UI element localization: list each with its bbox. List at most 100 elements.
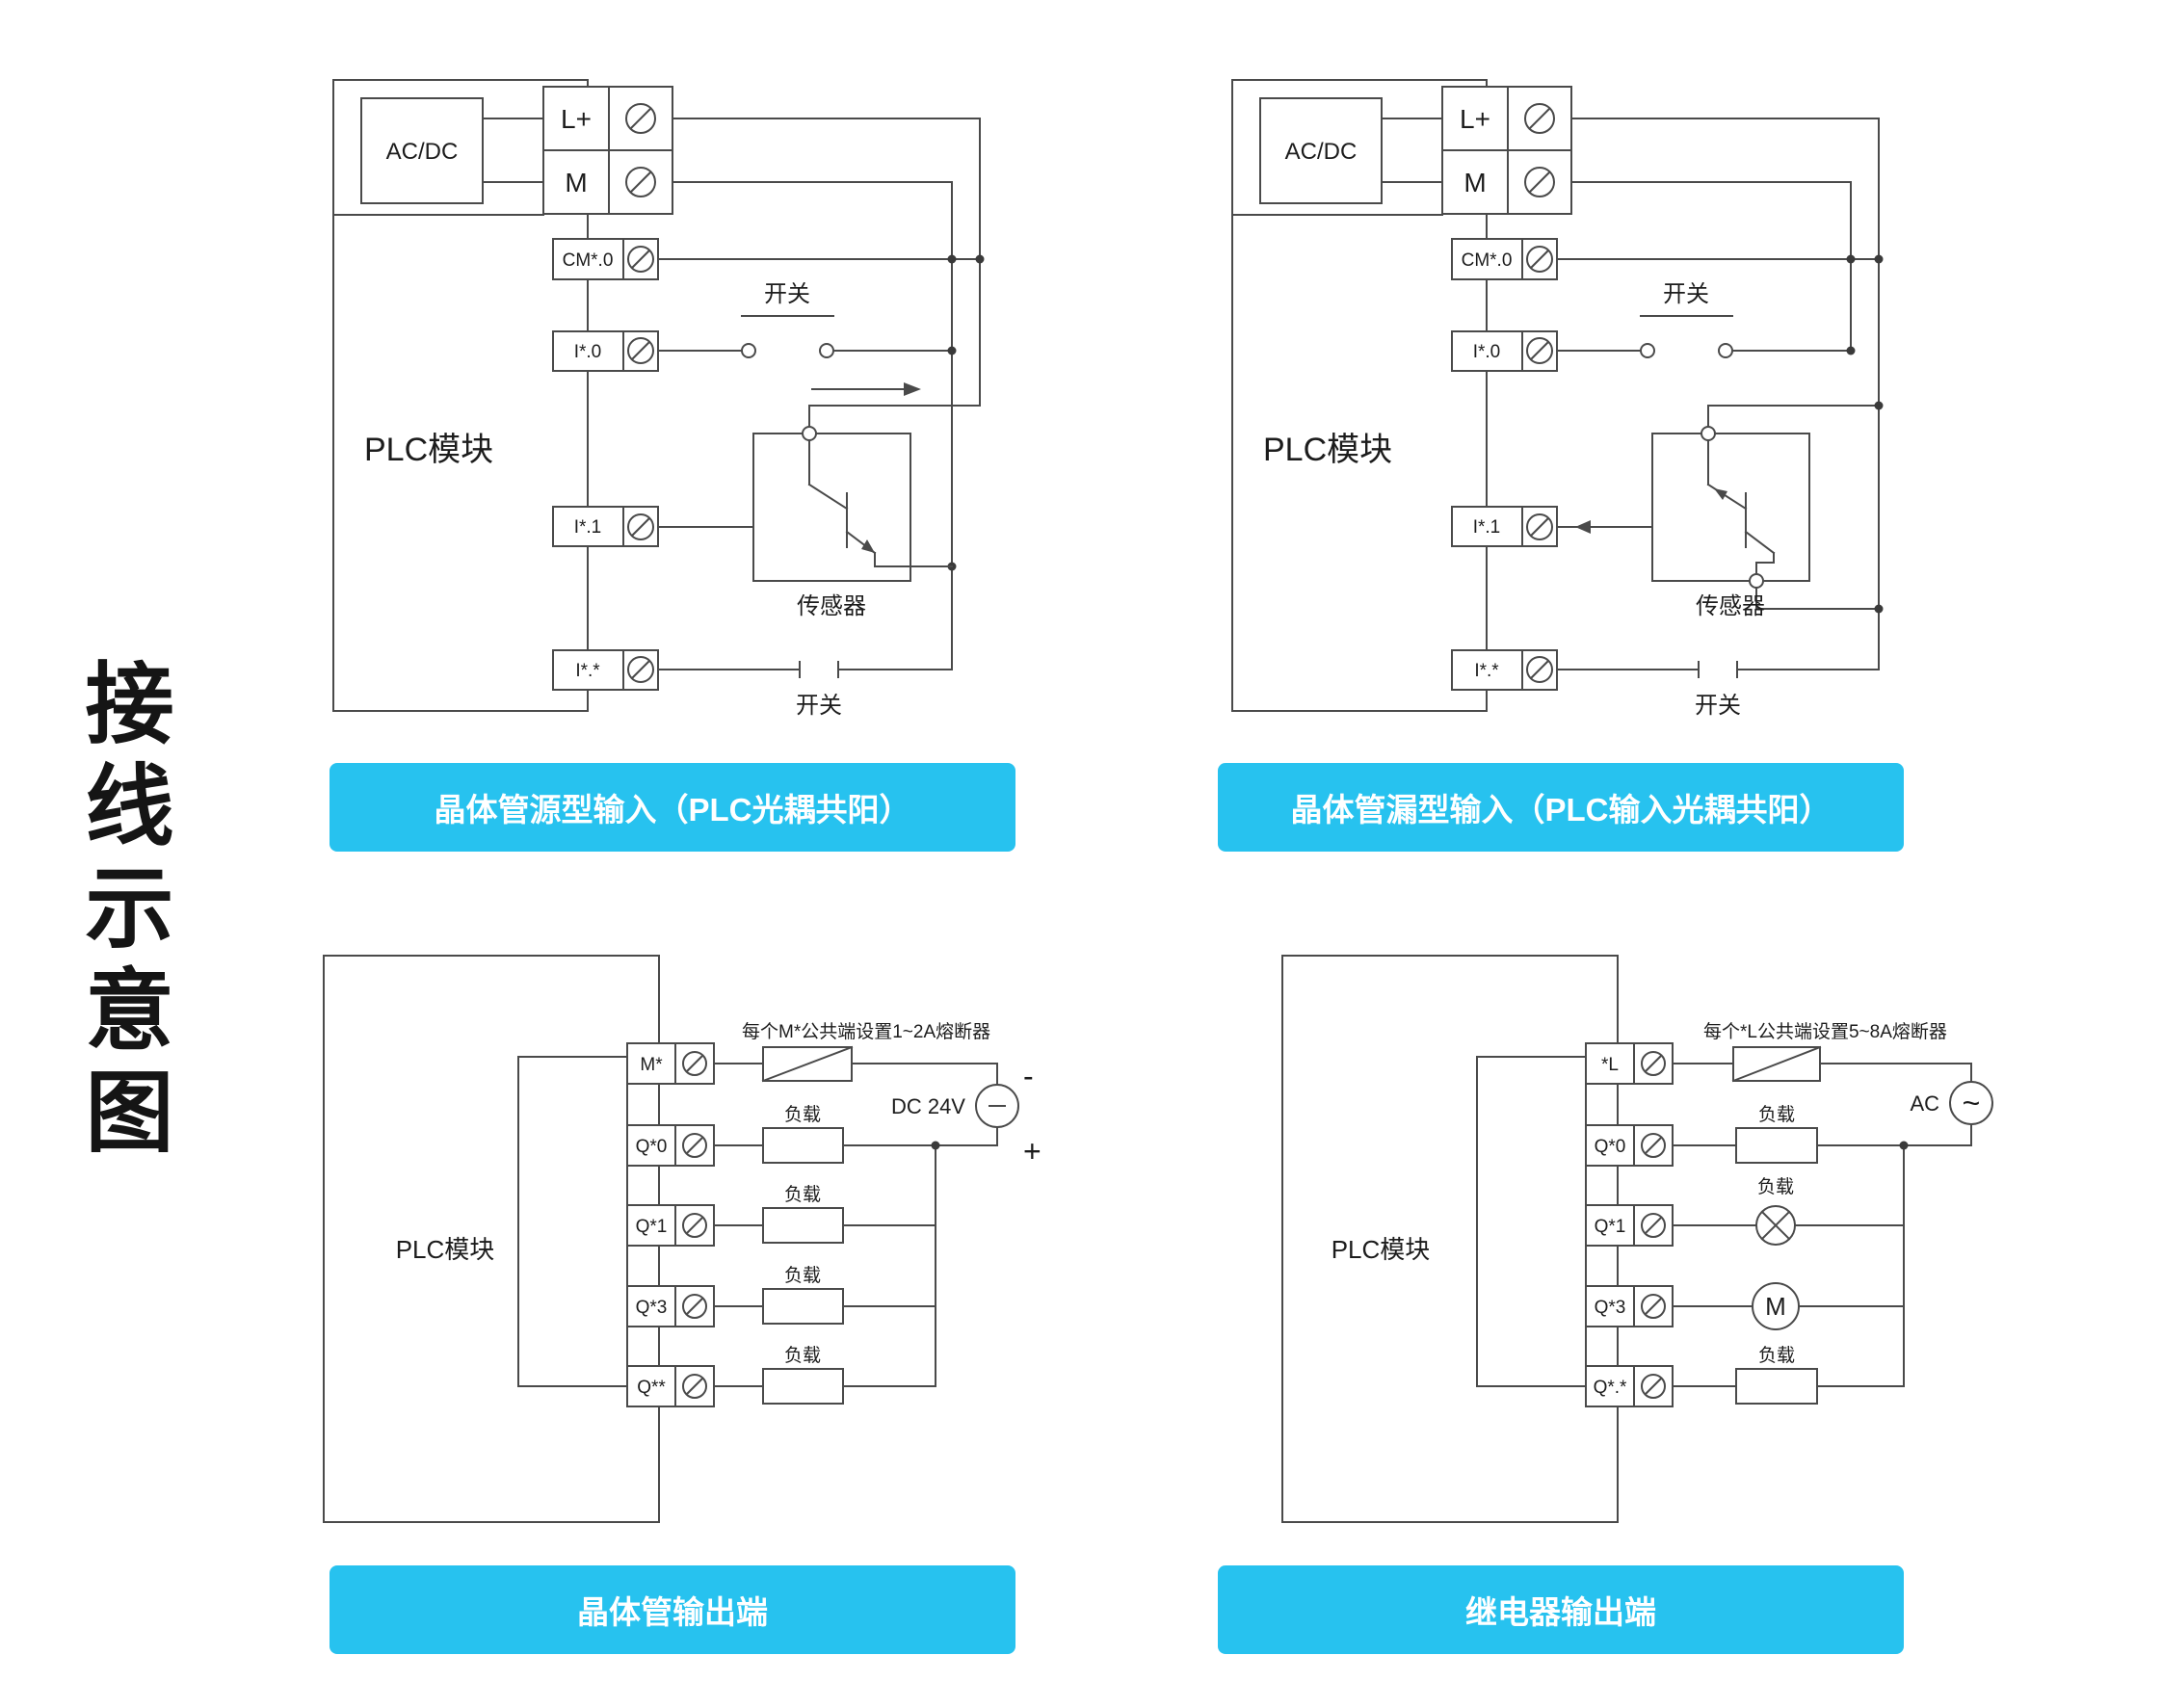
banner-source-input: 晶体管源型输入（PLC光耦共阳） — [330, 763, 1015, 852]
banner-sink-input: 晶体管漏型输入（PLC输入光耦共阳） — [1218, 763, 1904, 852]
sensor-label: 传感器 — [797, 593, 866, 619]
screw-terminal-icon — [1641, 1374, 1666, 1399]
switch-top-label: 开关 — [764, 281, 810, 307]
screw-terminal-icon — [1526, 656, 1553, 683]
load-label: 负载 — [1757, 1176, 1794, 1197]
terminal-q3: Q*3 — [626, 1285, 715, 1327]
terminal-q0: Q*0 — [626, 1124, 715, 1167]
screw-terminal-icon — [1524, 167, 1555, 197]
motor-letter: M — [1765, 1292, 1786, 1321]
terminal-ix: I*.* — [552, 649, 659, 691]
wiring — [713, 1063, 998, 1387]
terminal-i1: I*.1 — [552, 506, 659, 547]
screw-terminal-icon — [682, 1133, 707, 1158]
terminal-label: Q*0 — [636, 1137, 668, 1157]
screw-terminal-icon — [682, 1374, 707, 1399]
terminal-label: Q*1 — [1595, 1217, 1626, 1237]
acdc-label: AC/DC — [1285, 139, 1358, 165]
fuse-note: 每个*L公共端设置5~8A熔断器 — [1703, 1021, 1947, 1042]
diagram-sink-input: L+ M CM*.0 I*.0 I*.1 — [1231, 79, 1884, 719]
screw-terminal-icon — [1641, 1133, 1666, 1158]
screw-terminal-icon — [625, 167, 656, 197]
screw-terminal-icon — [1641, 1213, 1666, 1238]
screw-terminal-icon — [625, 103, 656, 134]
sensor-label: 传感器 — [1696, 593, 1765, 619]
terminal-q1: Q*1 — [1585, 1204, 1674, 1247]
screw-terminal-icon — [682, 1294, 707, 1319]
terminal-label: M* — [640, 1055, 663, 1075]
terminal-label: I*.* — [1474, 661, 1499, 681]
sensor-block — [752, 426, 953, 582]
screw-terminal-icon — [1524, 103, 1555, 134]
terminal-m-star: M* — [626, 1042, 715, 1085]
load-label: 负载 — [1758, 1104, 1795, 1125]
switch-top-label: 开关 — [1663, 281, 1709, 307]
plc-module-outline — [1281, 955, 1619, 1523]
plc-module-label: PLC模块 — [1263, 432, 1392, 468]
page-title: 接线示意图 — [72, 657, 171, 1168]
wiring — [1556, 118, 1884, 678]
diagram-source-input: L+ M CM*.0 I*.0 I*.1 — [332, 79, 985, 719]
switch-contact-icon — [741, 343, 834, 358]
ac-source-icon: ~ — [1949, 1081, 1993, 1125]
terminal-label: Q*1 — [636, 1217, 668, 1237]
terminal-ix: I*.* — [1451, 649, 1558, 691]
terminal-l-plus: L+ — [1441, 86, 1572, 151]
terminal-qx: Q*.* — [1585, 1365, 1674, 1407]
terminal-label: L+ — [561, 104, 592, 134]
dc-source-icon — [975, 1084, 1019, 1128]
load-label: 负载 — [784, 1345, 821, 1366]
banner-transistor-output: 晶体管输出端 — [330, 1565, 1015, 1654]
load-box — [1735, 1127, 1818, 1405]
terminal-label: Q*.* — [1594, 1378, 1627, 1398]
fuse-note: 每个M*公共端设置1~2A熔断器 — [742, 1021, 990, 1042]
terminal-label: I*.0 — [1473, 342, 1501, 362]
terminal-label: *L — [1601, 1055, 1619, 1075]
load-box — [762, 1127, 844, 1405]
switch-bottom-label: 开关 — [796, 693, 842, 719]
terminal-label: I*.1 — [1473, 517, 1501, 538]
screw-terminal-icon — [1641, 1051, 1666, 1076]
banner-relay-output: 继电器输出端 — [1218, 1565, 1904, 1654]
terminal-qx: Q** — [626, 1365, 715, 1407]
plc-module-label: PLC模块 — [1331, 1235, 1431, 1264]
terminal-label: Q** — [637, 1378, 666, 1398]
terminal-i1: I*.1 — [1451, 506, 1558, 547]
load-label: 负载 — [784, 1104, 821, 1125]
ac-supply-label: AC — [1910, 1091, 1939, 1116]
acdc-label: AC/DC — [386, 139, 459, 165]
terminal-m: M — [1441, 149, 1572, 215]
diagram-relay-output: ~ M *L Q*0 — [1281, 955, 1993, 1523]
ac-wave-symbol: ~ — [1963, 1086, 1981, 1120]
load-label: 负载 — [784, 1184, 821, 1205]
terminal-label: Q*3 — [636, 1298, 668, 1318]
wiring — [1672, 1063, 1972, 1387]
terminal-i0: I*.0 — [1451, 330, 1558, 372]
screw-terminal-icon — [1641, 1294, 1666, 1319]
switch-contact-icon — [1640, 343, 1733, 358]
wiring — [657, 118, 985, 678]
fuse-icon — [1731, 1045, 1822, 1083]
plus-sign: + — [1023, 1134, 1041, 1169]
plc-module-label: PLC模块 — [396, 1235, 495, 1264]
terminal-q1: Q*1 — [626, 1204, 715, 1247]
fuse-icon — [761, 1045, 854, 1083]
terminal-label: I*.* — [575, 661, 600, 681]
terminal-q0: Q*0 — [1585, 1124, 1674, 1167]
lamp-icon — [1755, 1205, 1796, 1246]
plc-module-outline — [323, 955, 660, 1523]
terminal-label: M — [1463, 168, 1486, 197]
terminal-l-common: *L — [1585, 1042, 1674, 1085]
terminal-i0: I*.0 — [552, 330, 659, 372]
screw-terminal-icon — [682, 1213, 707, 1238]
terminal-cm0: CM*.0 — [1451, 238, 1558, 280]
sensor-block — [1651, 426, 1810, 589]
plc-module-label: PLC模块 — [364, 432, 493, 468]
terminal-label: Q*3 — [1595, 1298, 1626, 1318]
screw-terminal-icon — [682, 1051, 707, 1076]
switch-bottom-label: 开关 — [1695, 693, 1741, 719]
current-direction-arrow-icon — [811, 382, 921, 396]
terminal-label: CM*.0 — [1462, 250, 1513, 271]
transistor-icon — [807, 439, 953, 567]
